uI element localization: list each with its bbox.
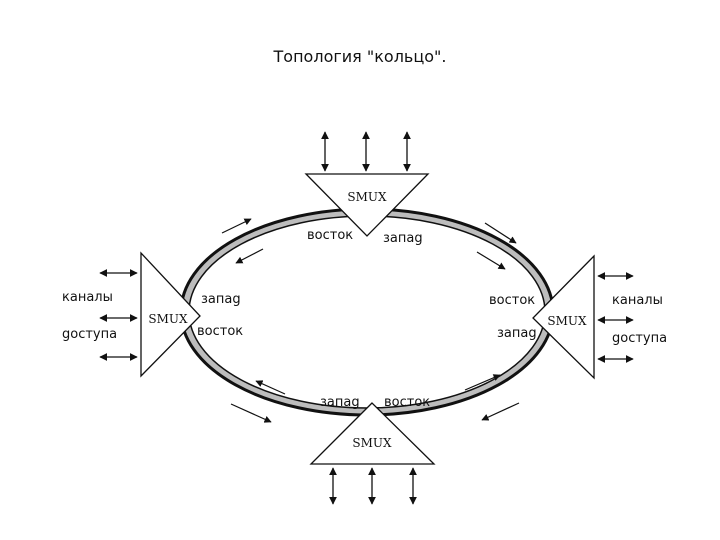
smux-label-bottom: SMUX xyxy=(352,436,392,450)
flow-arrows xyxy=(221,218,520,423)
smux-label-left: SMUX xyxy=(148,312,188,326)
port-label-east-bottom: восток xyxy=(384,395,430,410)
access-label-right-1: каналы xyxy=(612,293,663,308)
access-label-right-2: gocтупа xyxy=(612,331,667,346)
port-label-west-bottom: запаg xyxy=(320,395,360,410)
direction-arrow-icon xyxy=(255,380,286,395)
page-title: Топология "кольцо". xyxy=(273,47,447,66)
smux-label-top: SMUX xyxy=(347,190,387,204)
port-label-west-top: запаg xyxy=(383,231,423,246)
smux-label-right: SMUX xyxy=(547,314,587,328)
port-label-east-right: восток xyxy=(489,293,535,308)
smux-triangle-left xyxy=(140,251,201,378)
port-label-west-left: запаg xyxy=(201,292,241,307)
direction-arrow-icon xyxy=(476,251,506,270)
smux-node-right: SMUX каналы gocтупа восток запаg xyxy=(489,254,667,380)
port-label-west-right: запаg xyxy=(497,326,537,341)
smux-node-bottom: SMUX запаg восток xyxy=(309,395,436,505)
ring xyxy=(179,207,555,417)
direction-arrow-icon xyxy=(484,222,517,244)
smux-node-top: SMUX восток запаg xyxy=(304,131,430,246)
direction-arrow-icon xyxy=(221,218,252,234)
direction-arrow-icon xyxy=(235,248,264,264)
port-label-east-top: восток xyxy=(307,228,353,243)
direction-arrow-icon xyxy=(481,402,520,421)
access-label-left-2: gocтупа xyxy=(62,327,117,342)
port-label-east-left: восток xyxy=(197,324,243,339)
smux-node-left: SMUX каналы gocтупа запаg восток xyxy=(62,251,243,378)
direction-arrow-icon xyxy=(230,403,272,423)
smux-triangle-right xyxy=(532,254,595,380)
smux-triangle-top xyxy=(304,173,430,237)
access-label-left-1: каналы xyxy=(62,290,113,305)
direction-arrow-icon xyxy=(464,374,501,391)
smux-triangle-bottom xyxy=(309,402,436,465)
